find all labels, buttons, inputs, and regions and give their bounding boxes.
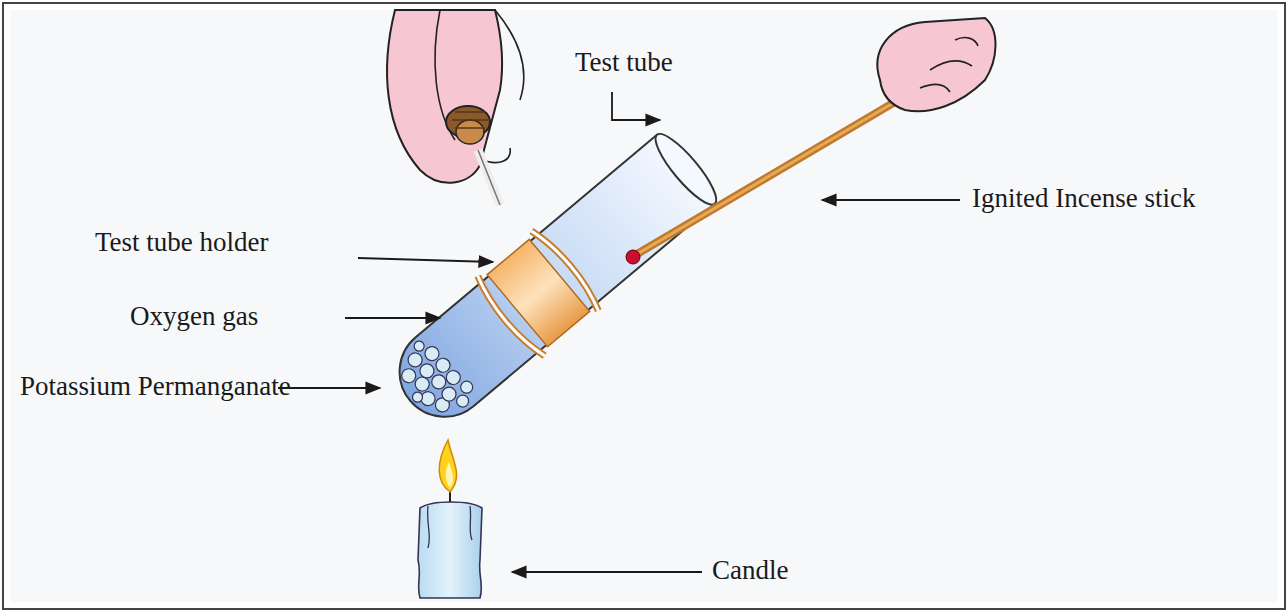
part-label: Oxygen gas bbox=[130, 302, 258, 332]
test-tube-holder bbox=[446, 106, 500, 205]
hand-left bbox=[387, 10, 524, 183]
ground bbox=[10, 10, 1278, 602]
part-label: Test tube bbox=[575, 48, 673, 78]
hand-right bbox=[877, 18, 995, 111]
holder-band bbox=[487, 239, 590, 346]
test-tube bbox=[377, 122, 729, 441]
frame bbox=[3, 3, 1285, 609]
part-label: Test tube holder bbox=[95, 228, 269, 258]
part-label: Potassium Permanganate bbox=[20, 372, 291, 402]
part-label: Ignited Incense stick bbox=[972, 184, 1195, 214]
potassium-permanganate-crystals bbox=[386, 332, 480, 429]
part-label: Candle bbox=[712, 556, 788, 586]
candle bbox=[418, 440, 482, 598]
leader-lines bbox=[278, 92, 960, 572]
